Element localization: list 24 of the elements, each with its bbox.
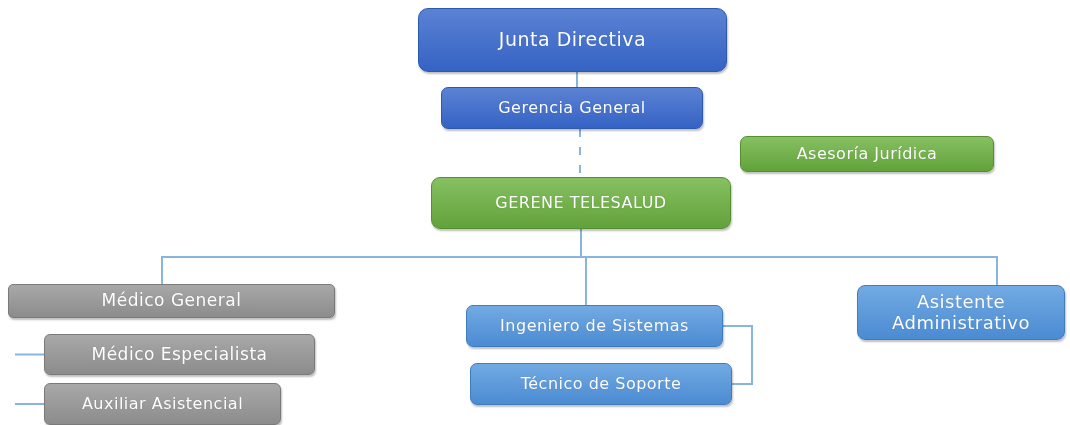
position-box [466, 305, 723, 347]
position-box [470, 363, 732, 405]
position-box [8, 284, 335, 318]
position-title: GERENE TELESALUD [495, 193, 667, 213]
position-box [740, 136, 994, 172]
position-box [431, 177, 731, 229]
connector-line [14, 403, 45, 405]
position-box [441, 87, 703, 129]
position-title: Junta Directiva [498, 29, 647, 51]
position-box [857, 285, 1065, 340]
position-title: Asesoría Jurídica [796, 144, 938, 164]
position-box [44, 383, 281, 425]
position-title: Técnico de Soporte [520, 374, 682, 394]
position-title: Asistente Administrativo [891, 291, 1031, 334]
connector-line [14, 353, 45, 356]
position-box [44, 334, 315, 375]
position-title: Auxiliar Asistencial [81, 394, 244, 414]
connector-line [576, 71, 578, 88]
position-title: Gerencia General [498, 98, 646, 118]
position-box [418, 8, 727, 72]
position-title: Ingeniero de Sistemas [500, 316, 689, 336]
connector-line [722, 325, 753, 385]
position-title: Médico General [101, 291, 242, 311]
position-title: Médico Especialista [91, 344, 268, 365]
